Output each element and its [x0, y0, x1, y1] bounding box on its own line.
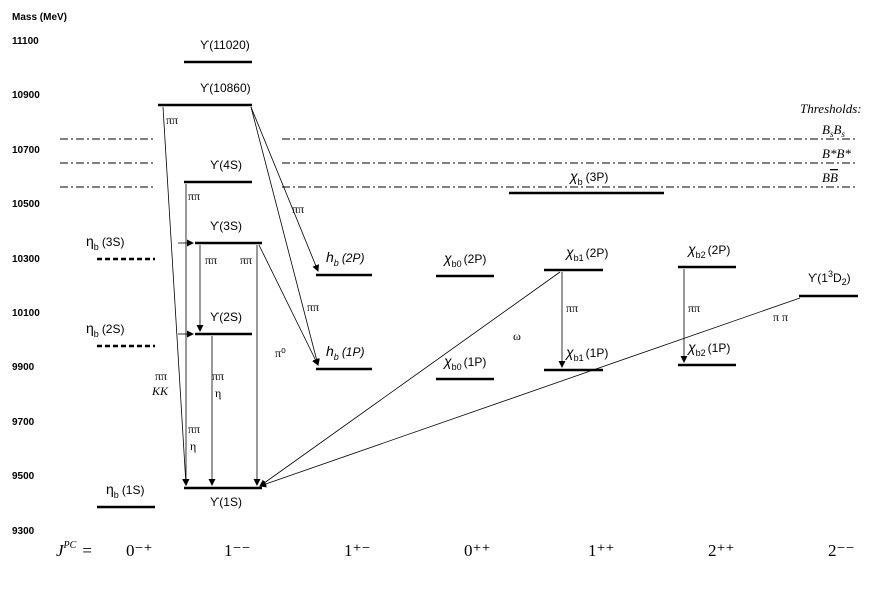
label-chib0-2p: χb0(2P) — [442, 250, 486, 269]
label-eta-3s: ηb(3S) — [86, 233, 124, 252]
tick-label: 10500 — [12, 199, 40, 210]
label-chib0-1p: χb0(1P) — [442, 353, 486, 372]
label-upsilon-10860: ϒ(10860) — [200, 81, 251, 95]
jpc-column-label: 1⁺⁺ — [588, 541, 614, 560]
levels — [97, 60, 858, 509]
tick-label: 11100 — [12, 36, 39, 47]
label-chib2-2p: χb2(2P) — [686, 241, 730, 260]
tick-label: 10700 — [12, 145, 40, 156]
tick-label: 10900 — [12, 90, 40, 101]
jpc-prefix: JPC= — [56, 540, 92, 560]
trans-label-pipi: ππ — [188, 422, 200, 436]
arrow-3s-to-hb1p — [258, 244, 319, 366]
arrow-10860-to-hb1p — [250, 106, 320, 366]
label-chib-3p: χb(3P) — [568, 168, 608, 187]
jpc-column-label: 2⁺⁺ — [708, 541, 734, 560]
trans-label-pipi: ππ — [307, 300, 319, 314]
trans-label-eta: η — [190, 439, 196, 453]
label-upsilon-2s: ϒ(2S) — [210, 310, 242, 324]
jpc-column-label: 1⁺⁻ — [344, 541, 370, 560]
trans-label-pipi: ππ — [155, 369, 167, 383]
trans-label-kk: KK — [151, 384, 169, 398]
label-upsilon-1s: ϒ(1S) — [210, 495, 242, 509]
trans-label-pipi: ππ — [166, 113, 178, 127]
label-eta-2s: ηb(2S) — [86, 320, 124, 339]
tick-label: 9900 — [12, 362, 35, 373]
threshold-lines — [60, 138, 858, 188]
tick-label: 9300 — [12, 526, 35, 537]
jpc-column-label: 0⁺⁺ — [464, 541, 490, 560]
trans-label-pipi: ππ — [688, 301, 700, 315]
trans-label-eta: η — [215, 386, 221, 400]
label-upsilon-11020: ϒ(11020) — [200, 38, 250, 52]
trans-label-pipi: ππ — [566, 301, 578, 315]
jpc-column-label: 1⁻⁻ — [224, 541, 250, 560]
mass-ticks: 11100 10900 10700 10500 10300 10100 9900… — [12, 36, 40, 537]
label-chib1-2p: χb1(2P) — [564, 244, 608, 263]
label-upsilon-4s: ϒ(4S) — [210, 158, 242, 172]
label-hb-2p: hb(2P) — [326, 249, 364, 268]
label-chib2-1p: χb2(1P) — [686, 339, 730, 358]
trans-label-pipi: ππ — [240, 253, 252, 267]
arrow-10860-to-hb2p — [250, 106, 319, 272]
trans-label-pipi: ππ — [212, 369, 224, 383]
dashed-levels — [97, 257, 155, 348]
trans-label-pipi: ππ — [205, 253, 217, 267]
jpc-column-label: 2⁻⁻ — [828, 541, 854, 560]
arrow-1d2-to-1s — [259, 297, 801, 488]
trans-label-pi0: π⁰ — [275, 346, 286, 360]
trans-label-pipi: ππ — [292, 202, 304, 216]
arrow-10860-to-1s — [162, 106, 190, 486]
label-upsilon-1d2: ϒ(13D2) — [808, 269, 851, 287]
transitions — [162, 106, 801, 488]
label-hb-1p: hb(1P) — [326, 343, 364, 362]
arrow-chib1-2p-to-1s — [259, 271, 561, 487]
tick-label: 10100 — [12, 308, 40, 319]
label-chib1-1p: χb1(1P) — [564, 344, 608, 363]
label-upsilon-3s: ϒ(3S) — [210, 219, 242, 233]
threshold-label-bb: BB — [822, 170, 838, 185]
threshold-label-bstarbstar: B*B* — [822, 146, 851, 161]
thresholds-title: Thresholds: — [800, 101, 862, 116]
trans-label-pipi: ππ — [188, 189, 200, 203]
tick-label: 9500 — [12, 471, 35, 482]
tick-label: 10300 — [12, 254, 40, 265]
jpc-column-label: 0⁻⁺ — [126, 541, 152, 560]
label-eta-1s: ηb(1S) — [106, 481, 144, 500]
axis-title: Mass (MeV) — [12, 12, 67, 23]
trans-label-omega: ω — [513, 329, 521, 343]
tick-label: 9700 — [12, 417, 35, 428]
threshold-label-bsbs: BsBs — [822, 122, 845, 139]
trans-label-pipi-spaced: π π — [773, 310, 788, 324]
